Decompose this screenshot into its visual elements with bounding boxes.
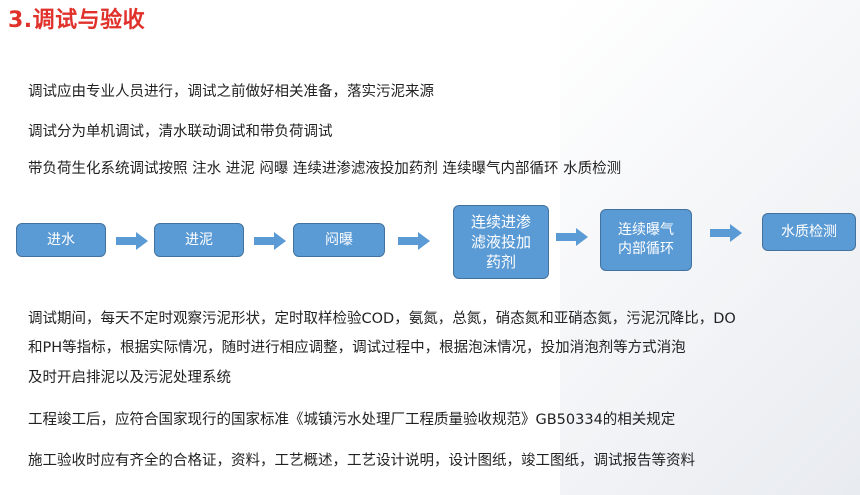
intro-line-2: 调试分为单机调试，清水联动调试和带负荷调试 (28, 124, 333, 140)
flow-arrow-3 (398, 232, 430, 250)
flow-step-sludge-in: 进泥 (154, 223, 244, 257)
detail-line-3: 及时开启排泥以及污泥处理系统 (28, 370, 231, 386)
flow-step-leachate-dosing: 连续进渗滤液投加药剂 (453, 205, 549, 279)
flow-step-water-in: 进水 (16, 223, 106, 257)
flow-arrow-2 (254, 232, 286, 250)
intro-line-1: 调试应由专业人员进行，调试之前做好相关准备，落实污泥来源 (28, 84, 434, 100)
flow-step-stuffy-aeration: 闷曝 (293, 223, 385, 257)
flow-arrow-5 (710, 224, 742, 242)
intro-line-3: 带负荷生化系统调试按照 注水 进泥 闷曝 连续进渗滤液投加药剂 连续曝气内部循环… (28, 161, 622, 177)
detail-line-1: 调试期间，每天不定时观察污泥形状，定时取样检验COD，氨氮，总氮，硝态氮和亚硝态… (28, 311, 736, 327)
page-title: 3.调试与验收 (8, 8, 146, 33)
flow-arrow-1 (116, 232, 148, 250)
flow-step-water-quality-test: 水质检测 (762, 213, 856, 251)
detail-line-2: 和PH等指标，根据实际情况，随时进行相应调整，调试过程中，根据泡沫情况，投加消泡… (28, 340, 686, 356)
detail-line-5: 施工验收时应有齐全的合格证，资料，工艺概述，工艺设计说明，设计图纸，竣工图纸，调… (28, 453, 695, 469)
detail-line-4: 工程竣工后，应符合国家现行的国家标准《城镇污水处理厂工程质量验收规范》GB503… (28, 412, 676, 428)
flow-step-continuous-aeration: 连续曝气内部循环 (600, 209, 692, 271)
flow-arrow-4 (556, 228, 588, 246)
